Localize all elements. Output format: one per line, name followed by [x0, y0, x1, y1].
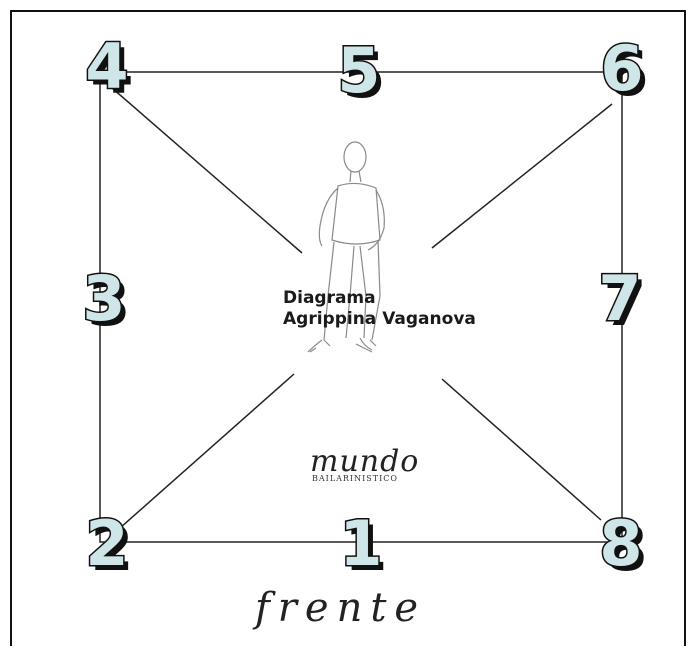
position-number-label: 4: [85, 30, 128, 103]
position-number-8: 88: [599, 507, 647, 585]
diagonal-6: [432, 104, 612, 248]
position-number-label: 3: [82, 262, 125, 335]
diagram-title: Diagrama Agrippina Vaganova: [283, 288, 476, 330]
brand-subtitle: BAILARINISTICO: [312, 474, 398, 483]
position-number-3: 33: [82, 262, 130, 340]
position-number-1: 11: [339, 507, 387, 585]
position-number-label: 2: [85, 507, 128, 580]
diagonal-2: [120, 374, 294, 528]
position-number-label: 1: [339, 507, 382, 580]
position-number-7: 77: [598, 262, 646, 340]
position-number-6: 66: [600, 32, 648, 110]
title-line-2: Agrippina Vaganova: [283, 309, 476, 330]
position-number-5: 55: [337, 34, 385, 112]
position-number-label: 6: [600, 32, 643, 105]
diagonal-8: [442, 379, 601, 520]
position-number-label: 5: [337, 34, 380, 107]
position-number-label: 8: [599, 507, 642, 580]
title-line-1: Diagrama: [283, 288, 476, 309]
front-label: frente: [255, 585, 426, 631]
position-number-4: 44: [85, 30, 133, 108]
diagonal-4: [112, 88, 302, 253]
position-number-label: 7: [598, 262, 641, 335]
position-number-2: 22: [85, 507, 133, 585]
